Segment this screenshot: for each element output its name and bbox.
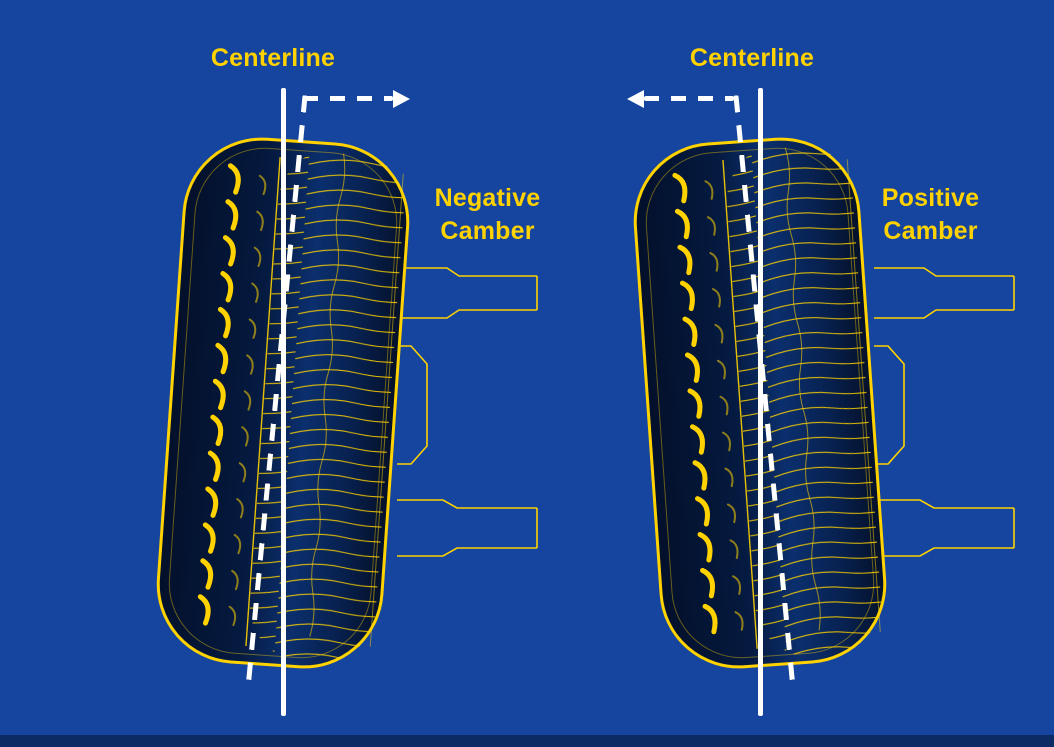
direction-arrow-head-right-icon	[393, 90, 410, 108]
camber-label: Negative Camber	[405, 182, 570, 248]
suspension-axle-lines	[874, 267, 1015, 557]
camber-label: Positive Camber	[848, 182, 1013, 248]
direction-arrow-head-left-icon	[627, 90, 644, 108]
centerline-solid-line	[758, 88, 763, 716]
suspension-axle-lines	[397, 267, 538, 557]
footer-bar	[0, 735, 1054, 747]
camber-label-line1: Positive	[881, 184, 980, 212]
direction-arrow-dash	[644, 96, 734, 101]
centerline-solid-line	[281, 88, 286, 716]
centerline-label: Centerline	[689, 44, 815, 72]
centerline-label: Centerline	[210, 44, 336, 72]
camber-label-line2: Camber	[440, 217, 535, 245]
camber-label-line2: Camber	[883, 217, 978, 245]
camber-label-line1: Negative	[434, 184, 541, 212]
direction-arrow-dash	[303, 96, 393, 101]
